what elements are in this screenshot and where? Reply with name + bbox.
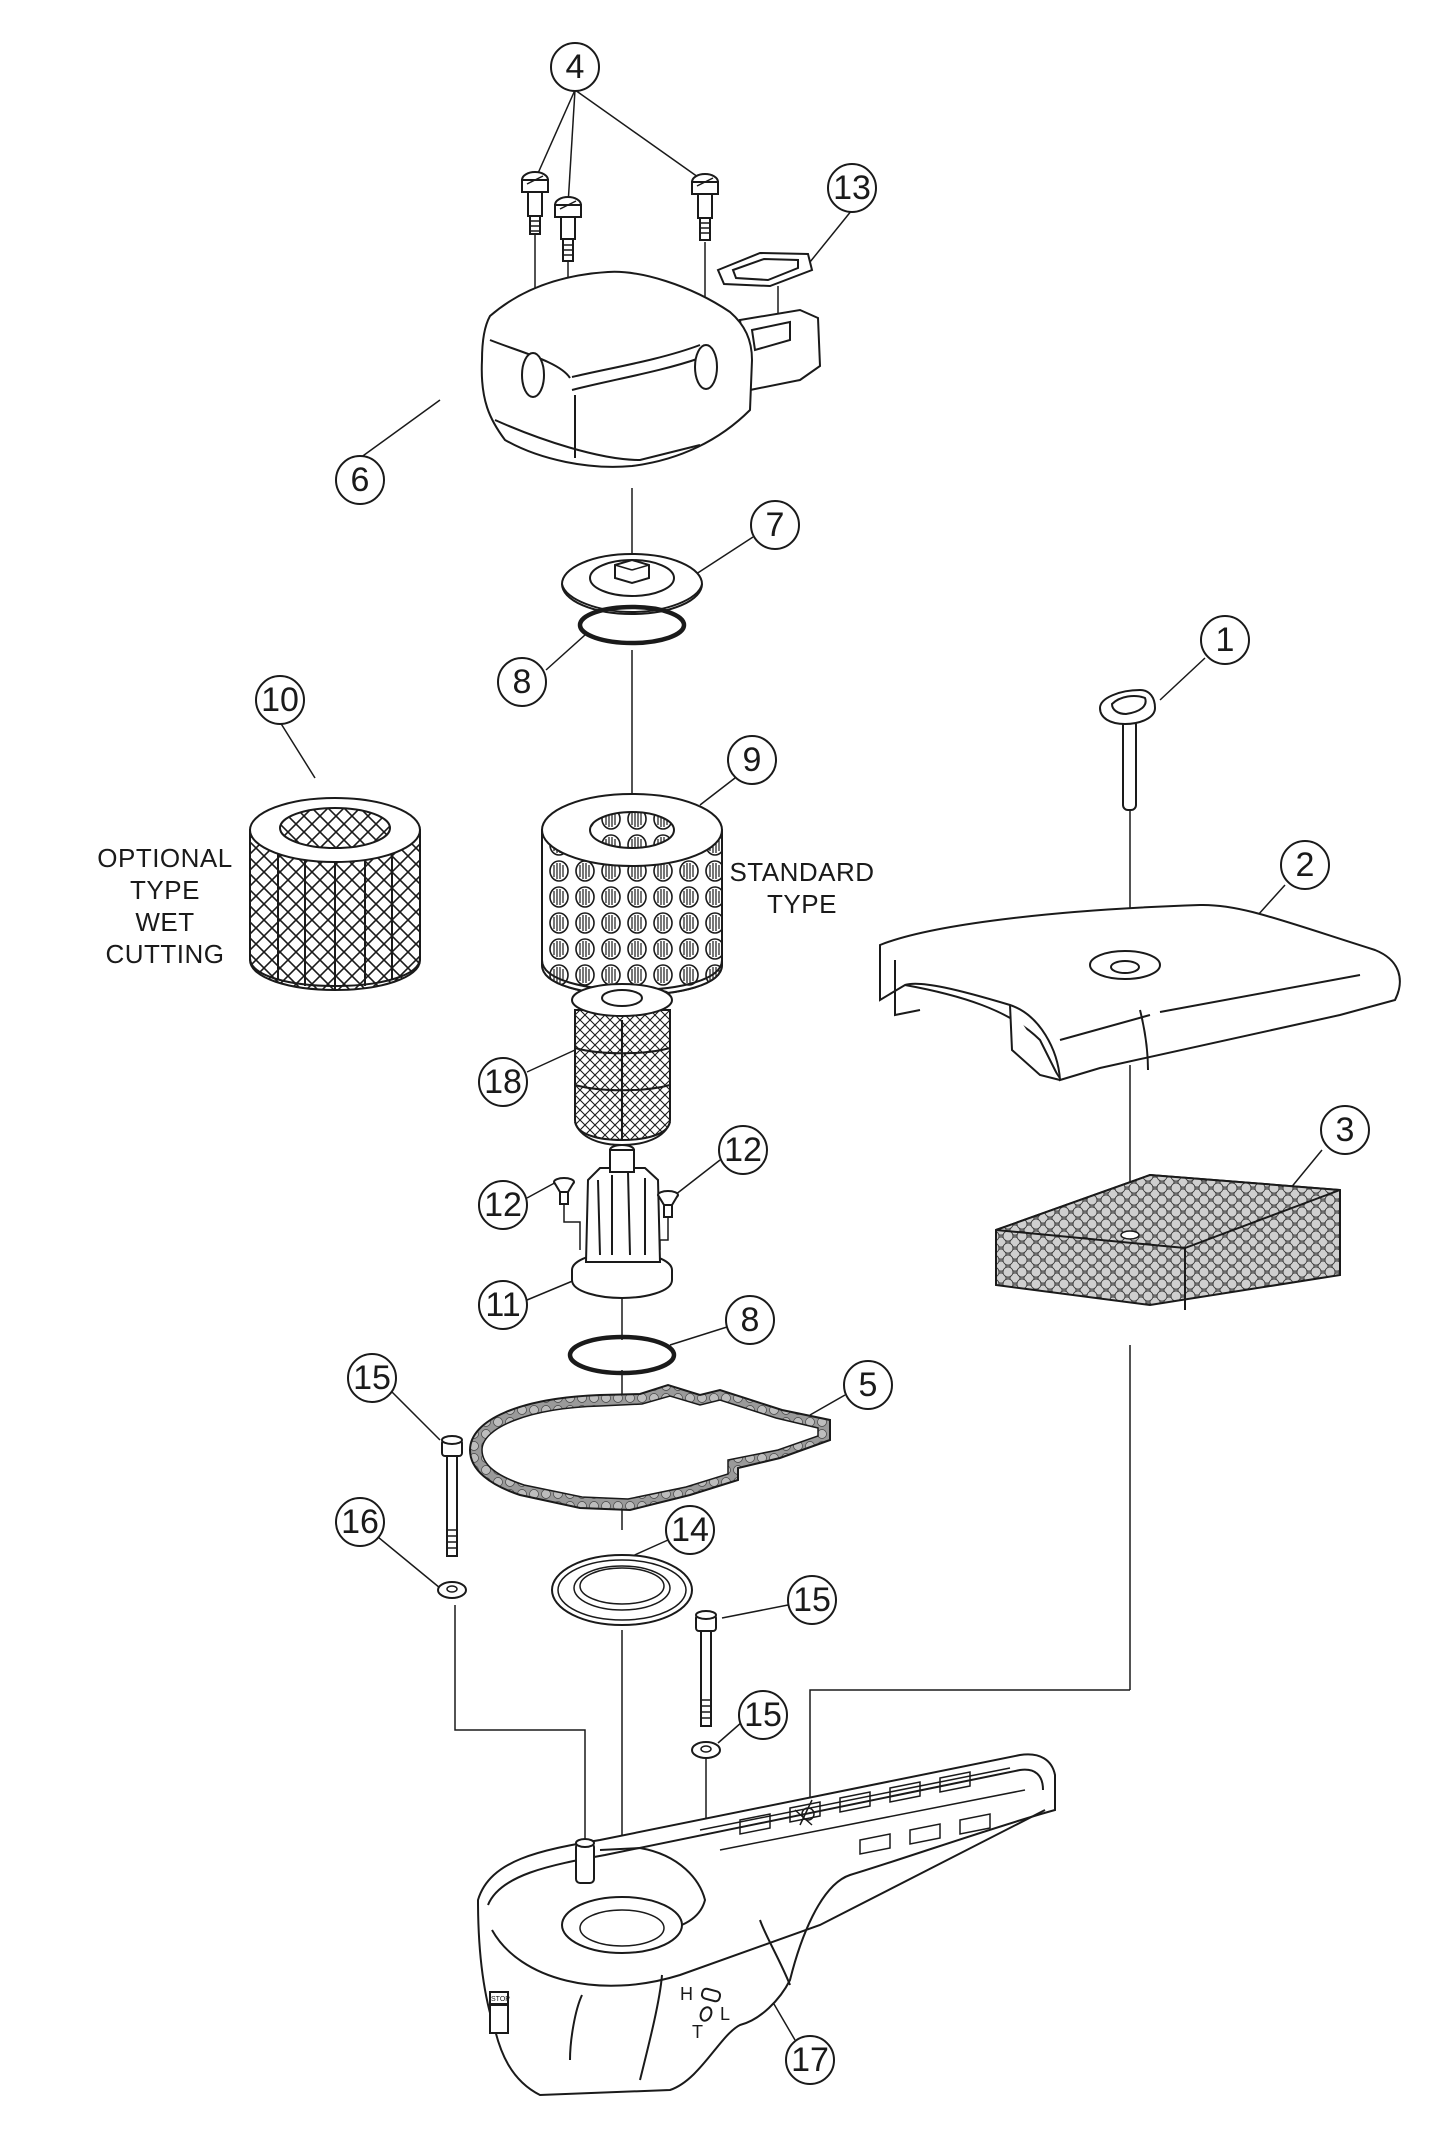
svg-text:16: 16 — [341, 1503, 379, 1541]
part-2-prefilter-cover — [879, 903, 1401, 1082]
note-line: TYPE — [130, 875, 200, 905]
svg-text:18: 18 — [484, 1063, 522, 1101]
svg-text:10: 10 — [261, 681, 299, 719]
assembly-lines — [279, 89, 1323, 2041]
screw — [691, 173, 719, 241]
part-12-screw-right — [657, 1190, 679, 1218]
part-8-oring-lower — [567, 1334, 677, 1376]
callouts: 4 13 6 7 8 9 10 1 2 3 18 12 12 11 8 15 5… — [255, 42, 1370, 2085]
callout-4: 4 — [550, 42, 600, 92]
callout-17: 17 — [785, 2035, 835, 2085]
mark-h: H — [680, 1984, 693, 2004]
callout-18: 18 — [478, 1057, 528, 1107]
svg-text:13: 13 — [833, 169, 871, 207]
note-line: TYPE — [767, 889, 837, 919]
svg-text:5: 5 — [859, 1366, 878, 1404]
part-14-seal-ring — [551, 1554, 693, 1626]
part-18-inner-mesh — [571, 983, 673, 1147]
callout-8-lower: 8 — [725, 1295, 775, 1345]
part-4-screws — [521, 171, 719, 262]
callout-8-upper: 8 — [497, 657, 547, 707]
note-line: WET — [135, 907, 195, 937]
part-1-fastener — [1098, 688, 1157, 811]
svg-text:3: 3 — [1336, 1111, 1355, 1149]
callout-5: 5 — [843, 1360, 893, 1410]
part-8-oring-upper — [577, 604, 687, 646]
svg-text:15: 15 — [744, 1696, 782, 1734]
callout-1: 1 — [1200, 615, 1250, 665]
part-3-foam-prefilter — [995, 1173, 1341, 1310]
part-7-nut — [561, 553, 703, 615]
callout-9: 9 — [727, 735, 777, 785]
note-line: CUTTING — [105, 939, 225, 969]
callout-15-washer: 15 — [738, 1690, 788, 1740]
svg-text:8: 8 — [741, 1301, 760, 1339]
part-17-housing: STOP H L T — [476, 1753, 1056, 2097]
callout-14: 14 — [665, 1505, 715, 1555]
part-12-screw-left — [553, 1177, 575, 1205]
callout-16: 16 — [335, 1497, 385, 1547]
callout-3: 3 — [1320, 1105, 1370, 1155]
callout-15-right: 15 — [787, 1575, 837, 1625]
svg-text:14: 14 — [671, 1511, 709, 1549]
callout-11: 11 — [478, 1280, 528, 1330]
callout-2: 2 — [1280, 840, 1330, 890]
note-optional-type: OPTIONAL TYPE WET CUTTING — [80, 842, 250, 970]
svg-text:15: 15 — [793, 1581, 831, 1619]
callout-15-left: 15 — [347, 1353, 397, 1403]
part-9-standard-filter — [541, 793, 723, 997]
svg-text:15: 15 — [353, 1359, 391, 1397]
part-13-seal — [716, 251, 814, 288]
svg-text:12: 12 — [724, 1131, 762, 1169]
note-line: STANDARD — [729, 857, 875, 887]
screw — [554, 196, 582, 262]
svg-text:11: 11 — [485, 1286, 520, 1324]
screw — [521, 171, 549, 235]
callout-10: 10 — [255, 675, 305, 725]
callout-6: 6 — [335, 455, 385, 505]
svg-text:9: 9 — [743, 741, 762, 779]
callout-7: 7 — [750, 500, 800, 550]
callout-13: 13 — [827, 163, 877, 213]
callout-12-right: 12 — [718, 1125, 768, 1175]
svg-text:6: 6 — [351, 461, 370, 499]
svg-text:17: 17 — [791, 2041, 829, 2079]
mark-t: T — [692, 2022, 703, 2042]
part-6-cover — [480, 270, 822, 468]
note-line: OPTIONAL — [97, 843, 233, 873]
part-15-bolt-right — [695, 1610, 717, 1727]
svg-text:8: 8 — [513, 663, 532, 701]
part-5-gasket — [468, 1383, 831, 1512]
mark-l: L — [720, 2004, 730, 2024]
switch-stop-label: STOP — [491, 1996, 510, 2003]
part-10-optional-filter — [249, 797, 421, 992]
callout-12-left: 12 — [478, 1180, 528, 1230]
part-11-support — [571, 1144, 673, 1300]
part-16-washer — [437, 1581, 467, 1599]
svg-text:1: 1 — [1216, 621, 1235, 659]
svg-text:7: 7 — [766, 506, 785, 544]
svg-text:4: 4 — [566, 48, 585, 86]
part-15-bolt-left — [441, 1435, 463, 1557]
part-15-washer-right — [691, 1741, 721, 1759]
note-standard-type: STANDARD TYPE — [722, 856, 882, 920]
svg-text:2: 2 — [1296, 846, 1315, 884]
svg-text:12: 12 — [484, 1186, 522, 1224]
